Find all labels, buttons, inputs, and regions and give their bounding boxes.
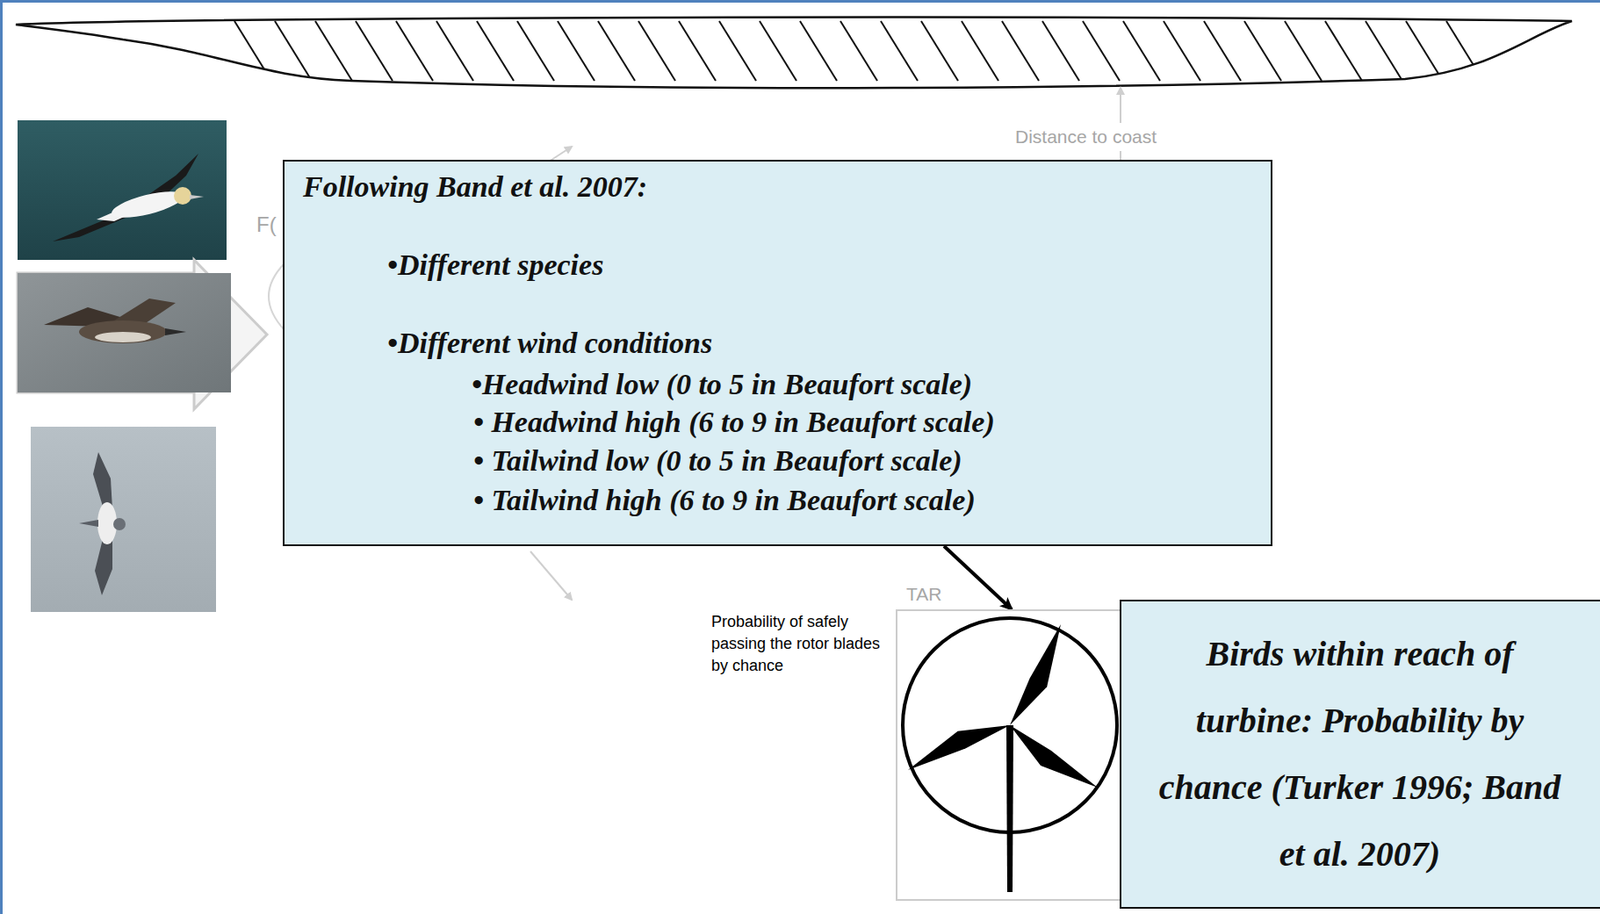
- bullet-item: • Tailwind low (0 to 5 in Beaufort scale…: [473, 441, 963, 481]
- hatch-line: [517, 21, 555, 81]
- hatch-line: [1203, 21, 1241, 81]
- bullet-item: •Different species: [387, 245, 604, 285]
- hatch-line: [315, 21, 353, 81]
- coast-outline: [15, 17, 1572, 89]
- hatch-line: [1042, 21, 1080, 81]
- bird-beak: [165, 328, 187, 336]
- hatch-line: [476, 21, 514, 81]
- turbine-frame: TAR: [895, 609, 1128, 901]
- turbine-blade: [1009, 624, 1061, 726]
- coast-hatching: [234, 21, 1484, 81]
- coastline: [15, 17, 1572, 89]
- photo-ground: [17, 120, 227, 260]
- hatch-line: [355, 21, 393, 81]
- turbine-tower: [1006, 725, 1014, 893]
- bird-head: [173, 187, 192, 205]
- hatch-line: [1163, 21, 1201, 81]
- bird-body: [79, 320, 167, 344]
- hatch-line: [598, 21, 635, 81]
- faded-block-arrow: [17, 259, 267, 410]
- gannet-photo: [17, 120, 227, 260]
- callout-text: Birds within reach of turbine: Probabili…: [1144, 620, 1576, 888]
- callout-text-area: Birds within reach of turbine: Probabili…: [1121, 601, 1599, 908]
- hatch-line: [880, 21, 918, 81]
- hatch-line: [1365, 21, 1403, 81]
- hatch-line: [1244, 21, 1282, 81]
- hatch-line: [638, 21, 676, 81]
- photo-ground: [17, 273, 231, 393]
- hatch-line: [436, 21, 474, 81]
- hatch-line: [274, 21, 312, 81]
- faded-arrow: [530, 551, 572, 600]
- hatch-line: [396, 21, 433, 81]
- hatch-line: [921, 21, 959, 81]
- component-label: TAR: [906, 583, 942, 606]
- turbine-blade: [908, 725, 1010, 771]
- bullet-item: • Tailwind high (6 to 9 in Beaufort scal…: [473, 481, 976, 520]
- slide-frame: [0, 0, 3, 914]
- bullet-item: •Headwind low (0 to 5 in Beaufort scale): [471, 365, 973, 404]
- hatch-line: [840, 21, 878, 81]
- hatch-line: [557, 21, 595, 81]
- bird-beak: [189, 194, 204, 200]
- hatch-line: [961, 21, 999, 81]
- photo-ground: [30, 426, 217, 613]
- connector-arrow: [944, 546, 1012, 610]
- hatch-line: [1325, 21, 1363, 81]
- hatch-line: [759, 21, 797, 81]
- turbine-blade: [1009, 725, 1098, 788]
- hatch-line: [234, 21, 272, 81]
- bullet-item: •Different wind conditions: [387, 324, 713, 363]
- faded-label: F(: [256, 212, 277, 238]
- slide-frame: [0, 0, 1600, 3]
- bird-wing: [93, 452, 113, 510]
- callout-box: Birds within reach of turbine: Probabili…: [1119, 599, 1600, 909]
- hatch-line: [1284, 21, 1322, 81]
- annotation: Probability of safely passing the rotor …: [711, 611, 883, 678]
- info-box: Following Band et al. 2007: •Different sp…: [282, 159, 1273, 547]
- distance-arrow: [1119, 87, 1122, 123]
- faded-label: Distance to coast: [1015, 126, 1157, 148]
- box-heading: Following Band et al. 2007:: [302, 167, 648, 207]
- shearwater-photo: [17, 273, 231, 393]
- hatch-line: [1446, 21, 1484, 81]
- bird-head: [113, 518, 126, 531]
- hatch-line: [1082, 21, 1120, 81]
- bird-wing: [94, 535, 113, 596]
- hatch-line: [1405, 21, 1443, 81]
- hatch-line: [1001, 21, 1039, 81]
- hatch-line: [1123, 21, 1161, 81]
- bird-body: [109, 186, 187, 224]
- hatch-line: [800, 21, 837, 81]
- hatch-line: [678, 21, 716, 81]
- shearwater-photo: [30, 426, 217, 613]
- bird-belly: [94, 331, 152, 343]
- bird-tail: [79, 519, 99, 527]
- bullet-item: • Headwind high (6 to 9 in Beaufort scal…: [473, 403, 995, 442]
- hatch-line: [719, 21, 757, 81]
- distance-arrow: [1119, 151, 1122, 160]
- wind-turbine: [902, 618, 1118, 893]
